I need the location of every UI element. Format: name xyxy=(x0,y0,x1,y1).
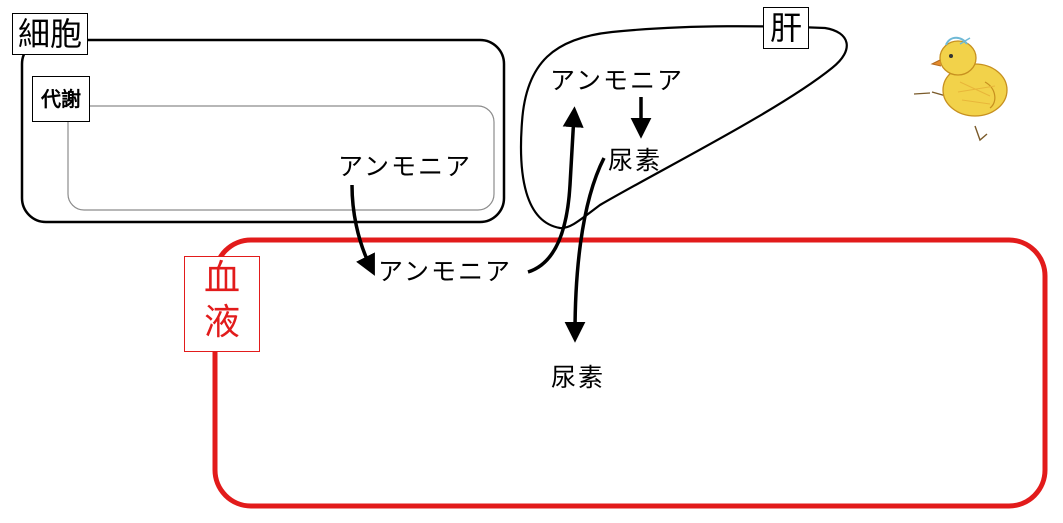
cell-label: 細胞 xyxy=(12,13,89,55)
blood-label-line2: 液 xyxy=(203,302,240,343)
blood-ammonia-text: アンモニア xyxy=(378,257,513,286)
cell-ammonia-text: アンモニア xyxy=(338,152,473,181)
chick-illustration xyxy=(913,36,1008,142)
arrow-cell-to-blood xyxy=(350,184,375,276)
arrow-liver-urea-to-blood xyxy=(564,157,606,343)
liver-urea-text: 尿素 xyxy=(608,146,663,175)
metabolism-label: 代謝 xyxy=(32,76,90,122)
blood-label-line1: 血 xyxy=(203,258,240,299)
blood-label: 血 液 xyxy=(184,256,260,352)
blood-container xyxy=(212,237,1048,509)
blood-urea-text: 尿素 xyxy=(551,363,606,392)
metabolism-box xyxy=(67,105,495,211)
liver-label: 肝 xyxy=(763,7,810,49)
cell-container xyxy=(20,38,506,224)
arrow-blood-to-liver xyxy=(527,106,584,274)
liver-ammonia-text: アンモニア xyxy=(550,66,685,95)
